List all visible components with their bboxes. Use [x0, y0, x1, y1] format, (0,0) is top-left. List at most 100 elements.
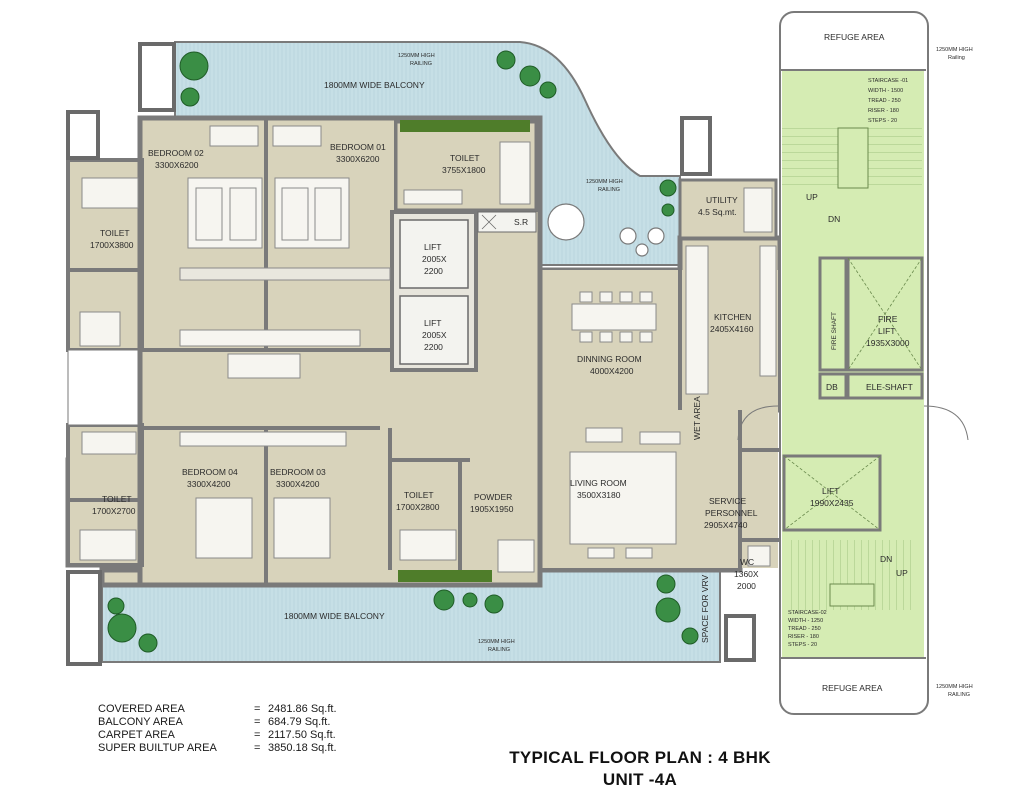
area-label: SUPER BUILTUP AREA	[98, 742, 217, 754]
sr-label: S.R	[514, 217, 528, 227]
lift-a-size1: 2005X	[422, 254, 447, 264]
lift-b-size1: 2005X	[422, 330, 447, 340]
up-top: UP	[806, 192, 818, 202]
dining-name: DINNING ROOM	[577, 354, 642, 364]
utility-name: UTILITY	[706, 195, 738, 205]
area-eq: =	[254, 703, 261, 715]
stair2-2: TREAD - 250	[788, 626, 821, 632]
dn-bottom: DN	[880, 554, 892, 564]
fire-shaft-box	[818, 256, 848, 372]
door-arc-right	[923, 405, 969, 441]
toilet-mid-size: 1700X2800	[396, 502, 440, 512]
service-size: 2905X4740	[704, 520, 748, 530]
bedroom01-size: 3300X6200	[336, 154, 380, 164]
stair2-1: WIDTH - 1250	[788, 618, 823, 624]
area-value: 2481.86 Sq.ft.	[268, 703, 337, 715]
toilet-lb-size: 1700X2700	[92, 506, 136, 516]
fire-lift-size: 1935X3000	[866, 338, 910, 348]
area-summary: COVERED AREA = 2481.86 Sq.ft. BALCONY AR…	[98, 703, 368, 755]
stair1-3: RISER - 180	[868, 108, 899, 114]
staircase-02-landing	[829, 583, 875, 607]
area-eq: =	[254, 716, 261, 728]
core-labels: REFUGE AREA REFUGE AREA 1250MM HIGH Rail…	[788, 32, 973, 698]
db-label: DB	[826, 382, 838, 392]
utility-size: 4.5 Sq.mt.	[698, 207, 737, 217]
plan-title-line2: UNIT -4A	[602, 770, 678, 789]
core-lift-name: LIFT	[822, 486, 839, 496]
ele-shaft-box	[846, 372, 924, 400]
railing-mid-2: RAILING	[598, 187, 620, 193]
left-passage	[67, 349, 143, 426]
toilet-lt-size: 1700X3800	[90, 240, 134, 250]
area-value: 2117.50 Sq.ft.	[268, 729, 336, 741]
service-name1: SERVICE	[709, 496, 746, 506]
space-vrv: SPACE FOR VRV	[700, 574, 710, 643]
lift-a	[399, 219, 469, 289]
area-eq: =	[254, 729, 261, 741]
plan-title: TYPICAL FLOOR PLAN : 4 BHK UNIT -4A	[440, 747, 840, 791]
toilet-lb-name: TOILET	[102, 494, 132, 504]
lift-a-name: LIFT	[424, 242, 441, 252]
area-label: BALCONY AREA	[98, 716, 183, 728]
lift-b-name: LIFT	[424, 318, 441, 328]
railing-bottom-2: RAILING	[488, 647, 510, 653]
wc-name: WC	[740, 557, 754, 567]
kitchen-name: KITCHEN	[714, 312, 751, 322]
door-arc-left	[737, 405, 779, 441]
service-name2: PERSONNEL	[705, 508, 758, 518]
balcony-top-label: 1800MM WIDE BALCONY	[324, 80, 425, 90]
stair2-3: RISER - 180	[788, 634, 819, 640]
railing-rb-2: RAILING	[948, 692, 970, 698]
bedroom02-name: BEDROOM 02	[148, 148, 204, 158]
pillars	[66, 42, 756, 666]
bedroom01-name: BEDROOM 01	[330, 142, 386, 152]
lift-b-size2: 2200	[424, 342, 443, 352]
trees	[107, 50, 699, 653]
toilet-mid-name: TOILET	[404, 490, 434, 500]
living-name: LIVING ROOM	[570, 478, 627, 488]
area-label: CARPET AREA	[98, 729, 175, 741]
fire-shaft-label: FIRE SHAFT	[831, 312, 838, 350]
up-bottom: UP	[896, 568, 908, 578]
toilet-lt-name: TOILET	[100, 228, 130, 238]
balcony-bottom-label: 1800MM WIDE BALCONY	[284, 611, 385, 621]
refuge-bottom: REFUGE AREA	[822, 683, 883, 693]
wc-size1: 1360X	[734, 569, 759, 579]
stair1-4: STEPS - 20	[868, 118, 897, 124]
lift-a-size2: 2200	[424, 266, 443, 276]
fire-lift-2: LIFT	[878, 326, 895, 336]
stair2-4: STEPS - 20	[788, 642, 817, 648]
railing-top-1: 1250MM HIGH	[398, 53, 435, 59]
area-eq: =	[254, 742, 261, 754]
bedroom04-size: 3300X4200	[187, 479, 231, 489]
railing-rt-2: Railing	[948, 55, 965, 61]
stair1-0: STAIRCASE -01	[868, 78, 908, 84]
furniture	[79, 125, 777, 573]
stair1-2: TREAD - 250	[868, 98, 901, 104]
area-value: 684.79 Sq.ft.	[268, 716, 331, 728]
core-lift-size: 1990X2435	[810, 498, 854, 508]
lift-b	[399, 295, 469, 365]
bottom-planter	[398, 570, 492, 582]
kitchen-size: 2405X4160	[710, 324, 754, 334]
sr-box	[477, 211, 537, 233]
area-row: CARPET AREA = 2117.50 Sq.ft.	[98, 729, 368, 742]
room-labels: BEDROOM 02 3300X6200 BEDROOM 01 3300X620…	[90, 53, 759, 653]
toilet-top-name: TOILET	[450, 153, 480, 163]
dining-size: 4000X4200	[590, 366, 634, 376]
wet-area-label: WET AREA	[692, 396, 702, 440]
bedroom04-name: BEDROOM 04	[182, 467, 238, 477]
area-label: COVERED AREA	[98, 703, 185, 715]
living-size: 3500X3180	[577, 490, 621, 500]
fire-lift-1: FIRE	[878, 314, 898, 324]
area-value: 3850.18 Sq.ft.	[268, 742, 337, 754]
railing-rb-1: 1250MM HIGH	[936, 684, 973, 690]
outer-wall	[137, 115, 543, 588]
stair1-1: WIDTH - 1500	[868, 88, 903, 94]
powder-name: POWDER	[474, 492, 512, 502]
area-row: COVERED AREA = 2481.86 Sq.ft.	[98, 703, 368, 716]
toilet-top-planter	[400, 120, 530, 132]
area-row: BALCONY AREA = 684.79 Sq.ft.	[98, 716, 368, 729]
wc-size2: 2000	[737, 581, 756, 591]
